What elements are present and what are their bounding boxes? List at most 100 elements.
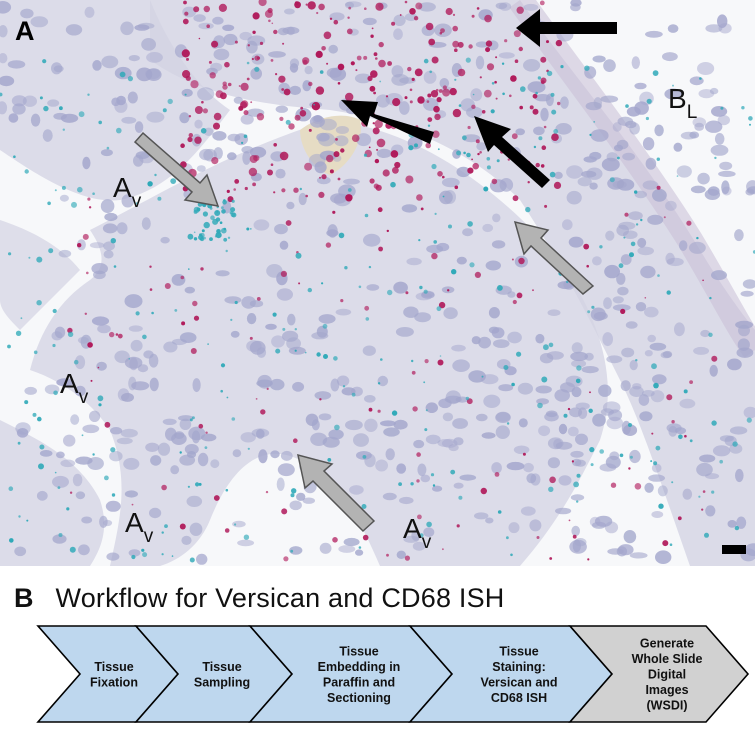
cell-nucleus bbox=[333, 135, 349, 147]
cd68-stain-dot bbox=[294, 349, 297, 352]
cell-nucleus bbox=[249, 340, 266, 355]
cell-nucleus bbox=[712, 445, 731, 457]
cell-nucleus bbox=[355, 549, 364, 556]
versican-stain-dot bbox=[426, 100, 430, 103]
cell-nucleus bbox=[432, 485, 443, 492]
cell-nucleus bbox=[423, 527, 435, 537]
cell-nucleus bbox=[149, 377, 159, 392]
cell-nucleus bbox=[311, 332, 329, 340]
versican-stain-dot bbox=[319, 176, 321, 179]
cell-nucleus bbox=[709, 87, 719, 95]
cell-nucleus bbox=[411, 529, 421, 541]
cd68-stain-dot bbox=[202, 211, 208, 217]
versican-stain-dot bbox=[351, 134, 360, 142]
cell-nucleus bbox=[106, 552, 120, 561]
versican-stain-dot bbox=[329, 17, 333, 20]
versican-stain-dot bbox=[294, 114, 301, 121]
cell-nucleus bbox=[566, 190, 582, 205]
cd68-stain-dot bbox=[387, 289, 393, 296]
cd68-stain-dot bbox=[247, 447, 250, 450]
cell-nucleus bbox=[451, 344, 466, 352]
cell-nucleus bbox=[736, 347, 754, 358]
cell-nucleus bbox=[729, 426, 748, 435]
cell-nucleus bbox=[258, 449, 268, 464]
versican-stain-dot bbox=[387, 61, 392, 66]
cell-nucleus bbox=[59, 194, 69, 202]
versican-stain-dot bbox=[329, 169, 334, 174]
versican-stain-dot bbox=[372, 122, 375, 125]
versican-stain-dot bbox=[495, 97, 498, 100]
versican-stain-dot bbox=[456, 524, 460, 528]
cell-nucleus bbox=[634, 190, 647, 199]
cd68-stain-dot bbox=[463, 151, 466, 155]
cd68-stain-dot bbox=[655, 445, 661, 451]
cd68-stain-dot bbox=[220, 363, 226, 368]
versican-stain-dot bbox=[270, 59, 274, 62]
cell-nucleus bbox=[109, 451, 123, 462]
cell-nucleus bbox=[420, 474, 431, 483]
cell-nucleus bbox=[639, 411, 653, 422]
cell-nucleus bbox=[466, 106, 483, 119]
cd68-stain-dot bbox=[593, 121, 596, 123]
cell-nucleus bbox=[11, 95, 27, 107]
cd68-stain-dot bbox=[193, 209, 198, 214]
cell-nucleus bbox=[462, 134, 481, 143]
versican-stain-dot bbox=[427, 93, 432, 98]
cell-nucleus bbox=[629, 449, 641, 464]
versican-stain-dot bbox=[513, 30, 521, 38]
cell-nucleus bbox=[172, 338, 187, 346]
versican-stain-dot bbox=[656, 185, 661, 190]
versican-stain-dot bbox=[702, 279, 704, 282]
cell-nucleus bbox=[308, 153, 326, 168]
cell-nucleus bbox=[746, 180, 755, 194]
cd68-stain-dot bbox=[358, 546, 362, 549]
versican-stain-dot bbox=[701, 508, 704, 511]
cd68-stain-dot bbox=[458, 104, 462, 107]
cd68-stain-dot bbox=[666, 290, 671, 295]
cell-nucleus bbox=[309, 115, 325, 128]
cell-nucleus bbox=[530, 473, 541, 486]
cd68-stain-dot bbox=[214, 235, 217, 238]
cd68-stain-dot bbox=[590, 463, 594, 467]
cell-nucleus bbox=[499, 2, 512, 11]
cd68-stain-dot bbox=[469, 262, 475, 268]
versican-stain-dot bbox=[666, 394, 673, 401]
cd68-stain-dot bbox=[199, 232, 205, 238]
cd68-stain-dot bbox=[67, 331, 74, 337]
cell-nucleus bbox=[65, 24, 83, 36]
versican-stain-dot bbox=[438, 301, 446, 309]
gray-arrow-icon bbox=[133, 131, 220, 207]
cd68-stain-dot bbox=[187, 485, 190, 488]
cell-nucleus bbox=[538, 425, 551, 437]
cd68-stain-dot bbox=[629, 252, 634, 258]
cd68-stain-dot bbox=[566, 280, 569, 284]
cell-nucleus bbox=[647, 334, 656, 343]
workflow-step-label: Digital bbox=[648, 668, 686, 682]
cell-nucleus bbox=[710, 144, 729, 156]
versican-stain-dot bbox=[477, 152, 480, 156]
cd68-stain-dot bbox=[32, 412, 37, 417]
cell-nucleus bbox=[129, 357, 138, 371]
cell-nucleus bbox=[232, 449, 242, 458]
cell-nucleus bbox=[192, 378, 201, 393]
cell-nucleus bbox=[60, 113, 79, 123]
cd68-stain-dot bbox=[436, 306, 442, 312]
cell-nucleus bbox=[128, 55, 140, 62]
cell-nucleus bbox=[196, 553, 208, 565]
cell-nucleus bbox=[52, 534, 67, 544]
cell-nucleus bbox=[242, 151, 251, 165]
cell-nucleus bbox=[97, 324, 111, 334]
cell-nucleus bbox=[606, 152, 618, 162]
versican-stain-dot bbox=[475, 139, 480, 144]
cell-nucleus bbox=[241, 296, 256, 309]
micrograph-panel-a: A BL Av Av Av Av bbox=[0, 0, 755, 566]
cd68-stain-dot bbox=[92, 192, 95, 195]
versican-stain-dot bbox=[511, 258, 514, 261]
cell-nucleus bbox=[141, 38, 157, 51]
versican-stain-dot bbox=[181, 321, 186, 326]
cell-nucleus bbox=[649, 342, 667, 351]
cd68-stain-dot bbox=[36, 300, 42, 306]
cd68-stain-dot bbox=[9, 538, 14, 543]
cd68-stain-dot bbox=[52, 308, 57, 314]
cd68-stain-dot bbox=[652, 70, 659, 76]
